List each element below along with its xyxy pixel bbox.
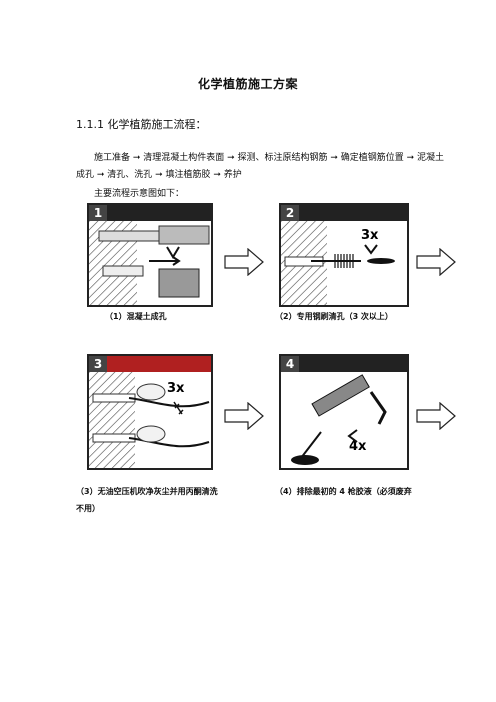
step-3-number: 3 — [89, 356, 107, 372]
flow-arrow-4 — [416, 402, 456, 430]
flow-arrow-2 — [416, 248, 456, 276]
step-1-panel: 1 — [87, 203, 213, 307]
step-3-repeat-mark: 3x — [167, 381, 185, 396]
step-4-caption-continued: 不用） — [76, 504, 100, 513]
step-3-header-bar — [89, 356, 211, 372]
step-3-caption: （3）无油空压机吹净灰尘并用丙酮清洗 — [76, 487, 218, 496]
drilling-illustration — [89, 221, 210, 305]
blowing-illustration: 3x — [89, 372, 210, 468]
step-4-caption: （4）排除最初的 4 枪胶液（必须废弃 — [275, 487, 412, 496]
flow-arrow-1 — [224, 248, 264, 276]
step-1-header-bar — [89, 205, 211, 221]
flow-arrow-3 — [224, 402, 264, 430]
step-2-number: 2 — [281, 205, 299, 221]
step-2-panel: 2 3x — [279, 203, 409, 307]
step-4-panel: 4 4x — [279, 354, 409, 470]
step-2-header-bar — [281, 205, 407, 221]
step-4-number: 4 — [281, 356, 299, 372]
brushing-illustration: 3x — [281, 221, 395, 305]
step-2-caption: （2）专用钢刷清孔（3 次以上） — [275, 312, 393, 321]
step-1-number: 1 — [89, 205, 107, 221]
step-4-header-bar — [281, 356, 407, 372]
flow-paragraph: 施工准备 ➞ 清理混凝土构件表面 ➞ 探测、标注原结构钢筋 ➞ 确定植钢筋位置 … — [76, 153, 445, 180]
step-1-caption: （1）混凝土成孔 — [105, 312, 167, 321]
step-3-panel: 3 3x — [87, 354, 213, 470]
glue-gun-illustration: 4x — [291, 374, 387, 465]
page-title: 化学植筋施工方案 — [197, 77, 298, 91]
intro-text: 主要流程示意图如下： — [94, 189, 185, 199]
step-4-repeat-mark: 4x — [349, 439, 367, 454]
step-2-repeat-mark: 3x — [361, 228, 379, 243]
section-heading: 1.1.1 化学植筋施工流程： — [76, 118, 207, 131]
